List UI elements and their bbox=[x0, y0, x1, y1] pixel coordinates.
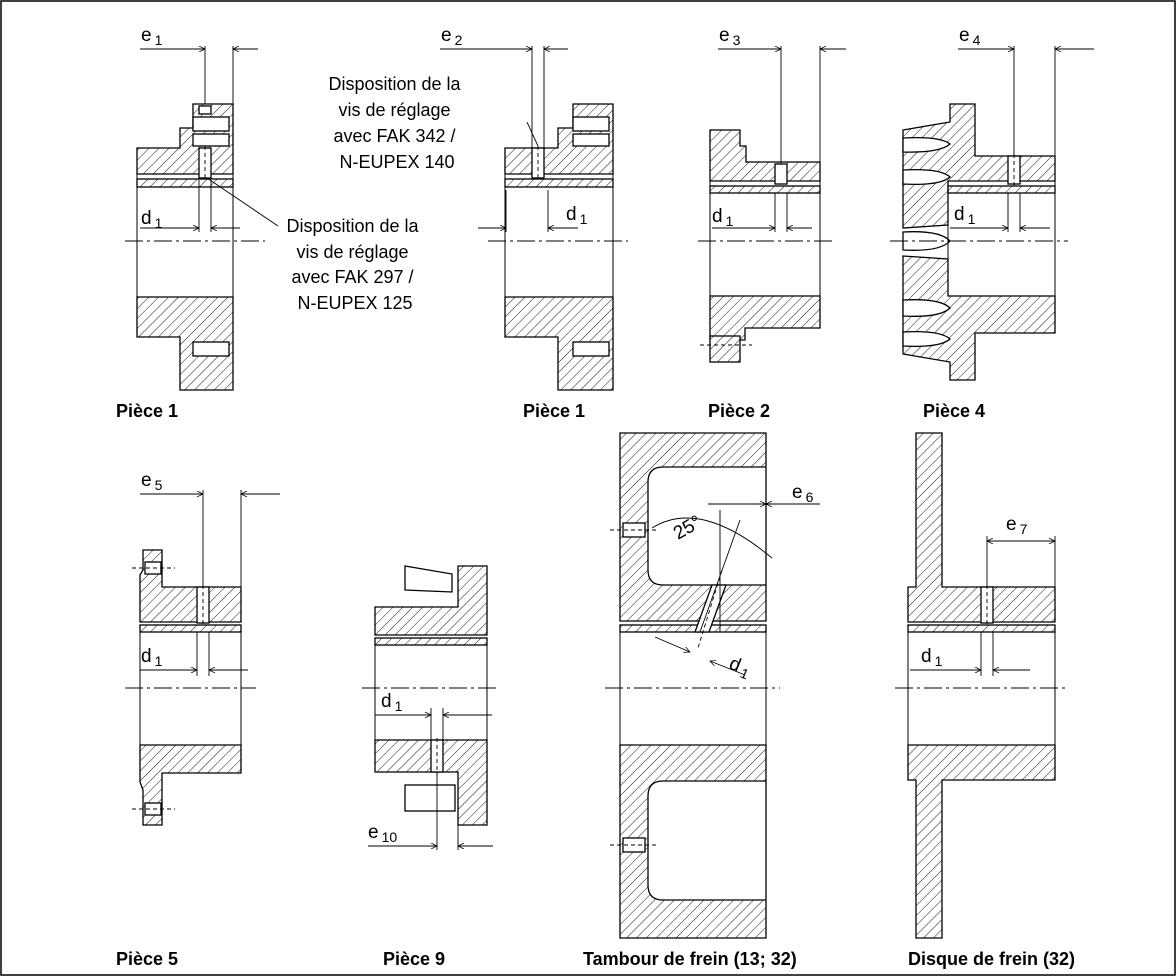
d1-label-tambour: d1 bbox=[725, 653, 754, 682]
tambour-drawing bbox=[605, 432, 820, 939]
caption-tambour: Tambour de frein (13; 32) bbox=[583, 949, 797, 969]
piece5-drawing bbox=[125, 490, 280, 826]
disque-drawing bbox=[895, 432, 1068, 939]
caption-piece1-left: Pièce 1 bbox=[116, 401, 178, 421]
caption-piece9: Pièce 9 bbox=[383, 949, 445, 969]
note-fak342: Disposition de la vis de réglage avec FA… bbox=[328, 74, 465, 172]
caption-piece1-right: Pièce 1 bbox=[523, 401, 585, 421]
piece1-left-drawing bbox=[125, 46, 279, 391]
caption-piece4: Pièce 4 bbox=[923, 401, 985, 421]
caption-disque: Disque de frein (32) bbox=[908, 949, 1075, 969]
caption-piece5: Pièce 5 bbox=[116, 949, 178, 969]
note-fak297: Disposition de la vis de réglage avec FA… bbox=[286, 216, 423, 313]
piece9-drawing bbox=[362, 565, 500, 850]
angle-label: 25° bbox=[670, 512, 705, 545]
piece2-drawing bbox=[698, 46, 846, 363]
piece4-drawing bbox=[890, 46, 1094, 381]
caption-piece2: Pièce 2 bbox=[708, 401, 770, 421]
piece1-right-drawing bbox=[440, 46, 628, 391]
